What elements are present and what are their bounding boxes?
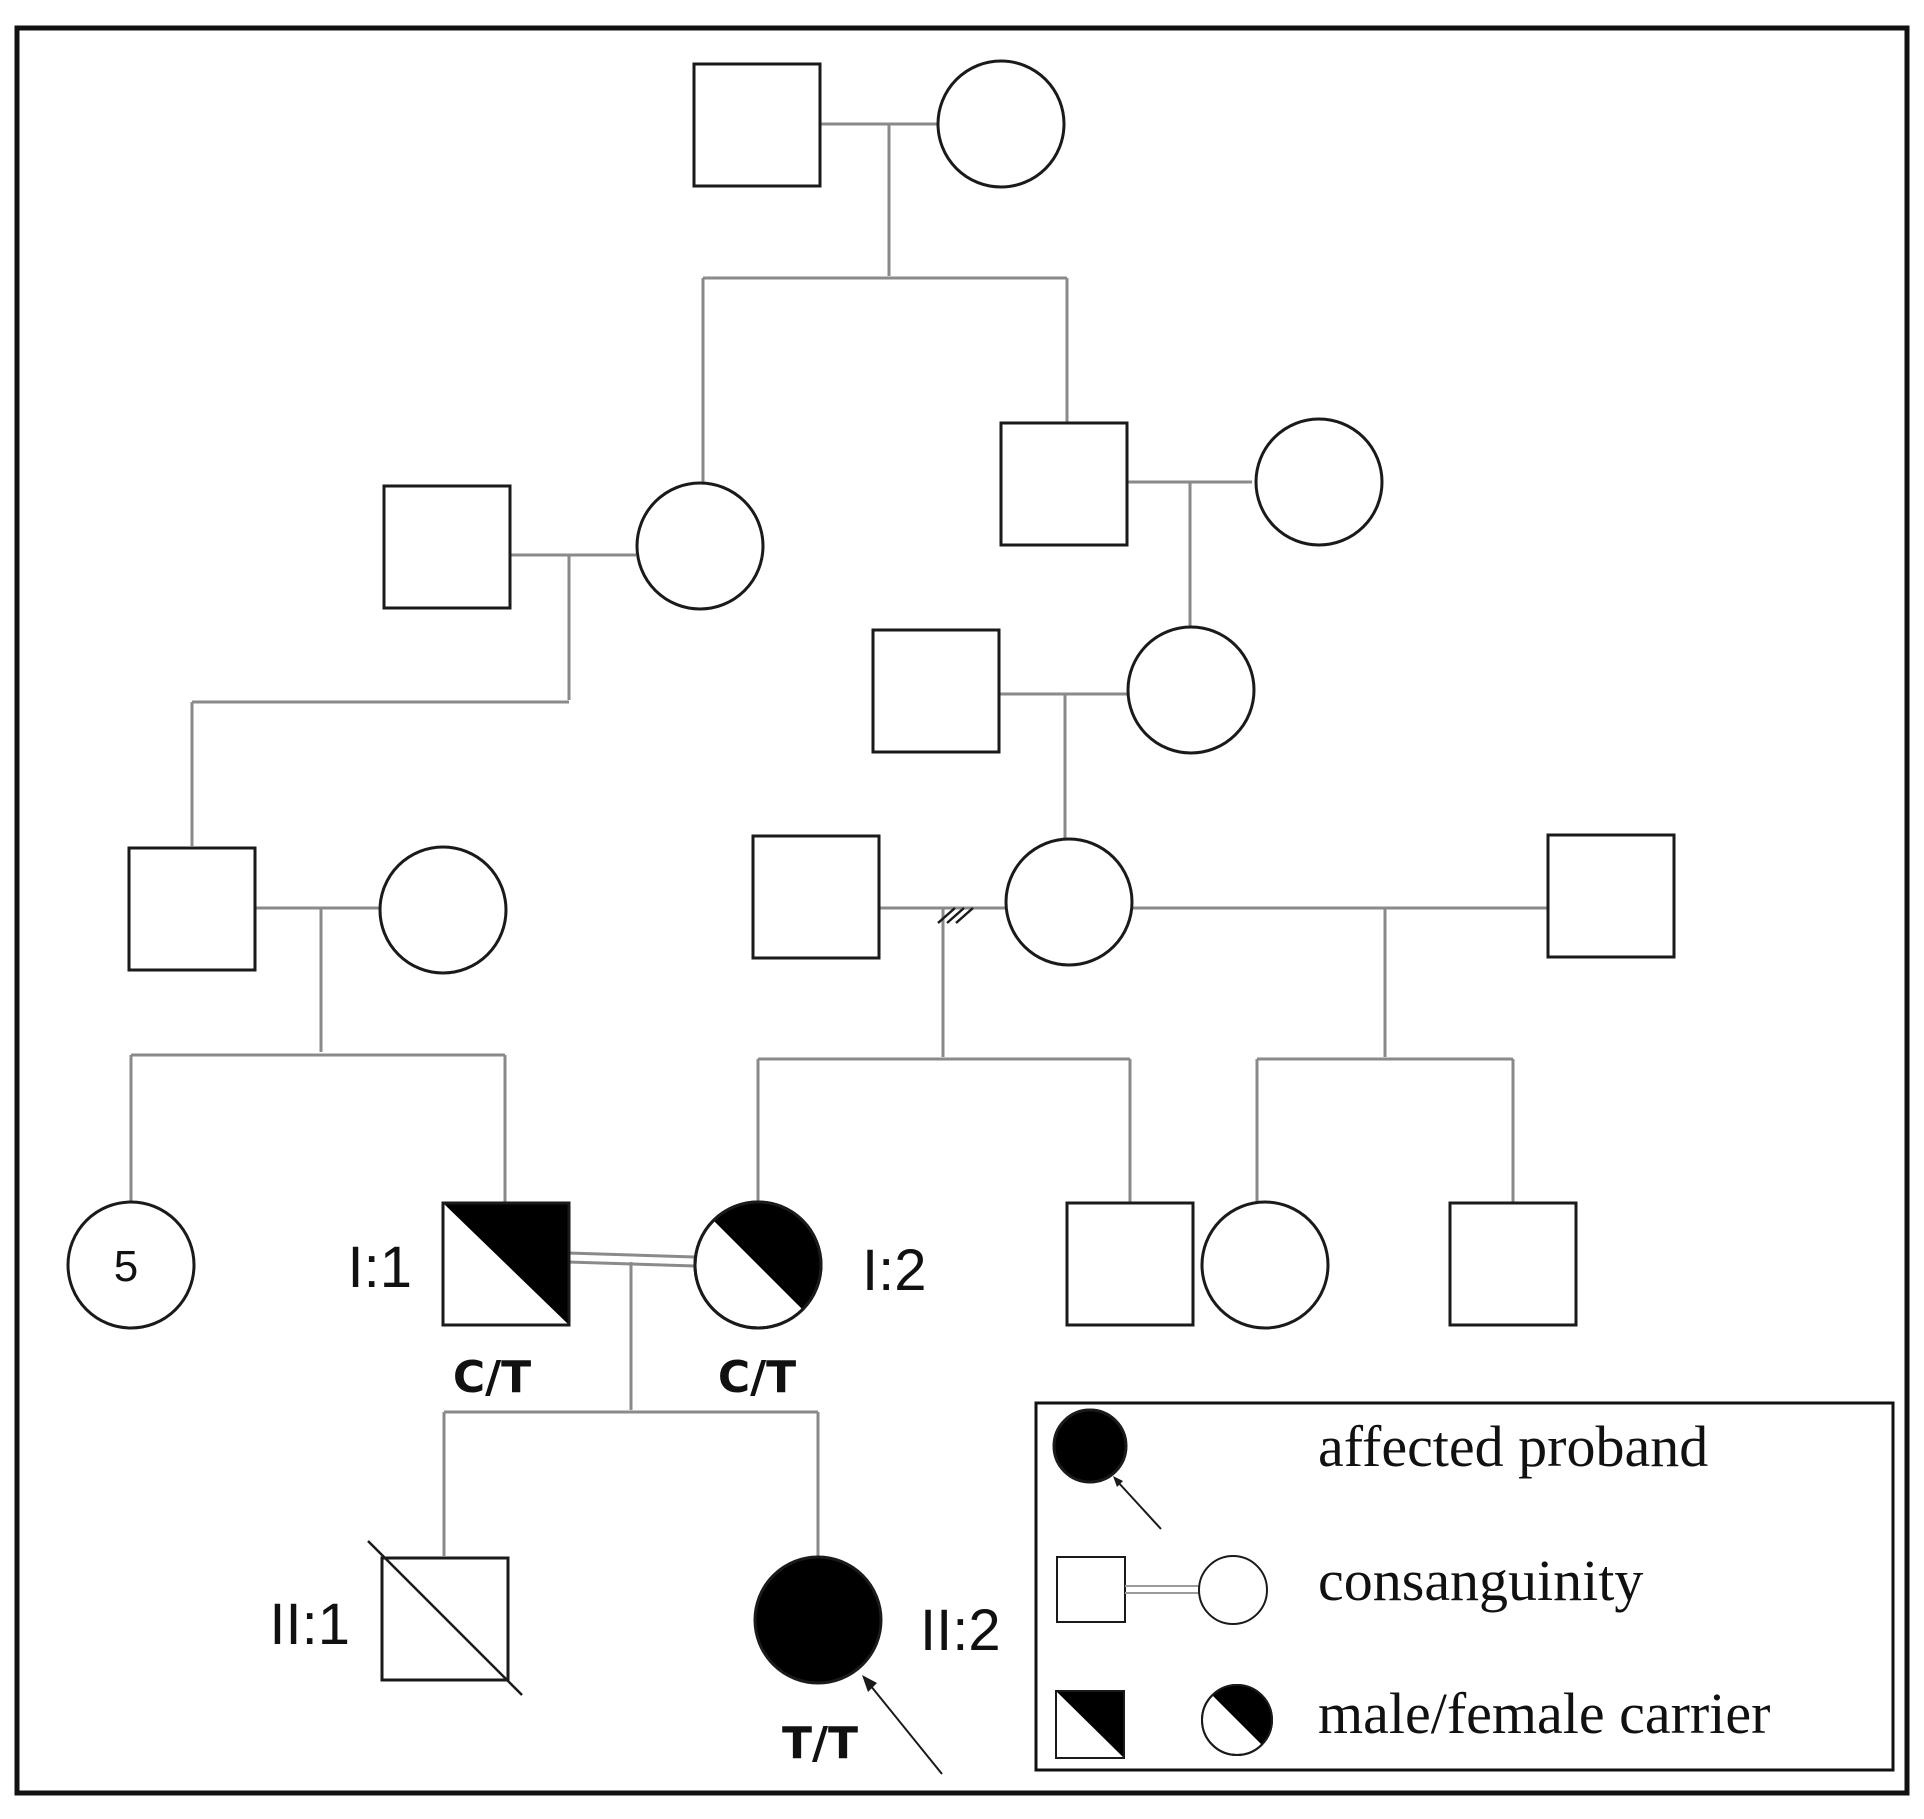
individual-id: I:2	[862, 1238, 927, 1303]
female-symbol	[1254, 417, 1384, 547]
individual-id: II:1	[269, 1592, 350, 1657]
male-symbol	[751, 834, 881, 960]
proband-arrowhead-icon	[1113, 1476, 1123, 1487]
female-symbol	[1004, 837, 1134, 967]
affected-symbol-icon	[1052, 1408, 1128, 1484]
male-symbol-icon	[1056, 1556, 1126, 1623]
figure-border	[14, 25, 1910, 1796]
legend-label: affected proband	[1318, 1414, 1708, 1479]
legend: affected proband consanguinity male/fema…	[1034, 1401, 1895, 1772]
generation-3	[871, 625, 1256, 755]
generation-1	[692, 59, 1066, 189]
legend-label: consanguinity	[1318, 1548, 1643, 1613]
affected-proband-symbol	[753, 1555, 883, 1685]
generation-4	[127, 833, 1676, 975]
sibling-count: 5	[114, 1242, 138, 1291]
female-symbol	[1126, 625, 1256, 755]
male-symbol	[871, 628, 1001, 754]
individual-id: I:1	[348, 1235, 413, 1300]
legend-affected-proband: affected proband	[1052, 1408, 1708, 1530]
male-symbol	[382, 484, 512, 610]
legend-carrier: male/female carrier	[1055, 1681, 1770, 1759]
female-symbol-icon	[1198, 1555, 1268, 1625]
female-symbol	[936, 59, 1066, 189]
generation-5: 5 I:1 C/T I:2 C/T	[66, 1200, 1578, 1403]
proband-arrowhead	[862, 1675, 877, 1692]
male-symbol	[1546, 833, 1676, 959]
individual-id: II:2	[920, 1598, 1001, 1663]
pedigree-lines	[129, 122, 1548, 1556]
proband-arrow-icon	[1116, 1480, 1162, 1530]
male-symbol	[1065, 1201, 1195, 1327]
legend-consanguinity: consanguinity	[1056, 1548, 1643, 1625]
individual-I2: I:2 C/T	[693, 1200, 927, 1403]
deceased-slash	[367, 1540, 523, 1696]
female-sibling-group-symbol	[66, 1200, 196, 1330]
individual-I1: I:1 C/T	[348, 1201, 571, 1403]
male-symbol	[692, 62, 822, 188]
individual-II1: II:1	[269, 1540, 523, 1696]
generation-6: II:1 II:2 T/T	[269, 1540, 1001, 1775]
male-symbol	[999, 421, 1129, 547]
female-symbol	[378, 845, 508, 975]
male-symbol	[127, 846, 257, 972]
legend-label: male/female carrier	[1318, 1681, 1770, 1746]
genotype-label: C/T	[453, 1352, 531, 1403]
female-symbol	[1200, 1200, 1330, 1330]
female-symbol	[635, 481, 765, 611]
genotype-label: C/T	[718, 1352, 796, 1403]
male-symbol	[1448, 1201, 1578, 1327]
proband-arrow	[865, 1679, 943, 1775]
genotype-label: T/T	[782, 1718, 858, 1769]
generation-2	[382, 417, 1384, 611]
individual-II2: II:2 T/T	[753, 1555, 1001, 1775]
